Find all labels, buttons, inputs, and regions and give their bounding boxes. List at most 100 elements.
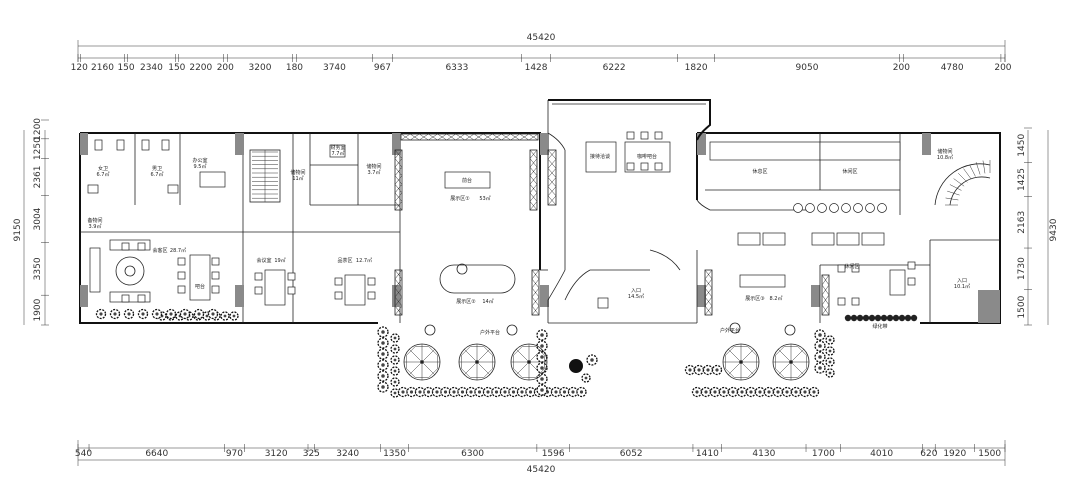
tree-icon [390,377,400,387]
room-bar-name: 吧台 [195,283,205,290]
bottom-dim-0: 540 [75,449,92,459]
right-total-dimension: 9430 [1049,218,1059,241]
bottom-dim-14: 620 [920,449,937,459]
tree-icon [390,388,400,398]
tree-icon [790,386,802,398]
umbrella-icon [510,343,548,381]
tree-icon [499,386,511,398]
furniture [89,141,906,309]
right-dim-1: 1425 [1017,168,1027,191]
top-dim-8: 180 [286,63,303,73]
tree-icon [693,364,705,376]
room-restroom-men-area: 6.7㎡ [151,171,164,178]
tree-icon [440,386,451,398]
room-restroom-women-area: 6.7㎡ [97,171,110,178]
tree-icon [814,340,826,352]
tree-icon [525,386,536,398]
room-exhibit-3-area: 8.2㎡ [770,295,783,302]
room-entrance-main-name: 入口 [631,288,641,294]
room-leisure-name: 休闲区 [842,168,857,175]
tree-icon [414,386,426,398]
right-dim-4: 1500 [1017,295,1027,318]
bottom-dim-6: 1350 [383,449,406,459]
tree-icon [536,329,548,341]
tree-icon [207,308,219,320]
tree-icon [377,337,389,349]
bottom-dim-3: 3120 [265,449,288,459]
top-dim-1: 2160 [91,63,114,73]
right-dim-2: 2163 [1017,211,1027,234]
tree-icon [814,362,826,374]
tree-icon [390,333,400,343]
tree-icon [406,386,417,398]
tree-icon [799,386,811,398]
tree-icon [448,386,460,398]
tree-icon [377,348,389,360]
top-dim-13: 6222 [603,63,626,73]
room-exhibit-3-name: 展示区③ [745,296,764,302]
tree-icon [700,386,712,398]
tree-icon [390,355,400,365]
tree-icon [559,386,570,398]
tree-icon [825,335,835,345]
room-restroom-men-name: 男卫 [152,166,162,172]
top-dim-5: 2200 [189,63,212,73]
top-dim-17: 4780 [941,63,964,73]
tree-icon [229,311,239,321]
room-lounge-name: 休息区 [752,168,767,175]
tree-icon [702,364,714,376]
tree-icon [825,368,835,378]
tree-icon [377,326,389,338]
umbrella-icon [772,343,810,381]
tree-icon [482,386,494,398]
bottom-dim-12: 1700 [812,449,835,459]
tree-icon [377,359,389,371]
room-entrance-main-area: 14.5㎡ [628,293,644,300]
room-finance-name: 财务室 [330,144,345,151]
room-meeting-area: 19㎡ [274,257,285,264]
bottom-dim-16: 1500 [978,449,1001,459]
room-coffee-name: 咖啡吧台 [637,153,657,160]
top-dim-2: 150 [117,63,134,73]
room-outdoor-1-name: 户外平台 [480,329,500,336]
room-labels: 女卫 6.7㎡ 男卫 6.7㎡ 办公室 9.5㎡ 储物间 11㎡ 财务室 7.7… [87,144,970,336]
room-storage-name: 储物间 [290,169,305,176]
tree-icon [736,386,748,398]
bottom-dim-11: 4130 [752,449,775,459]
left-dim-1: 1250 [33,137,43,160]
bottom-dim-8: 1596 [542,449,565,459]
tree-icon [536,340,548,352]
tree-icon [727,386,739,398]
tree-icon [491,386,502,398]
tree-icon [814,329,826,341]
tree-icon [165,308,177,320]
top-dim-0: 120 [71,63,88,73]
tree-icon [220,311,230,321]
top-dim-7: 3200 [249,63,272,73]
tree-icon [763,386,775,398]
tree-icon [586,354,598,366]
tree-icon [745,386,757,398]
tree-icon [137,308,149,320]
bottom-dim-1: 6640 [145,449,168,459]
tree-icon [581,373,591,383]
tree-icon [825,357,835,367]
right-dim-0: 1450 [1017,134,1027,157]
bottom-dim-5: 3240 [336,449,359,459]
left-dim-4: 3350 [33,257,43,280]
tree-icon [109,308,121,320]
tree-icon [567,386,579,398]
top-dim-4: 150 [168,63,185,73]
tree-icon [179,308,191,320]
room-planter-name: 绿化带 [872,323,887,330]
top-dim-3: 2340 [140,63,163,73]
room-leisure-2-name: 休闲区 [844,263,859,270]
tree-icon [814,351,826,363]
room-exhibit-2-name: 展示区② [456,299,476,305]
toilets [87,139,179,194]
room-cloak-area: 3.9㎡ [89,223,102,230]
tree-icon [718,386,730,398]
room-stock-room-area: 10.8㎡ [937,154,953,161]
